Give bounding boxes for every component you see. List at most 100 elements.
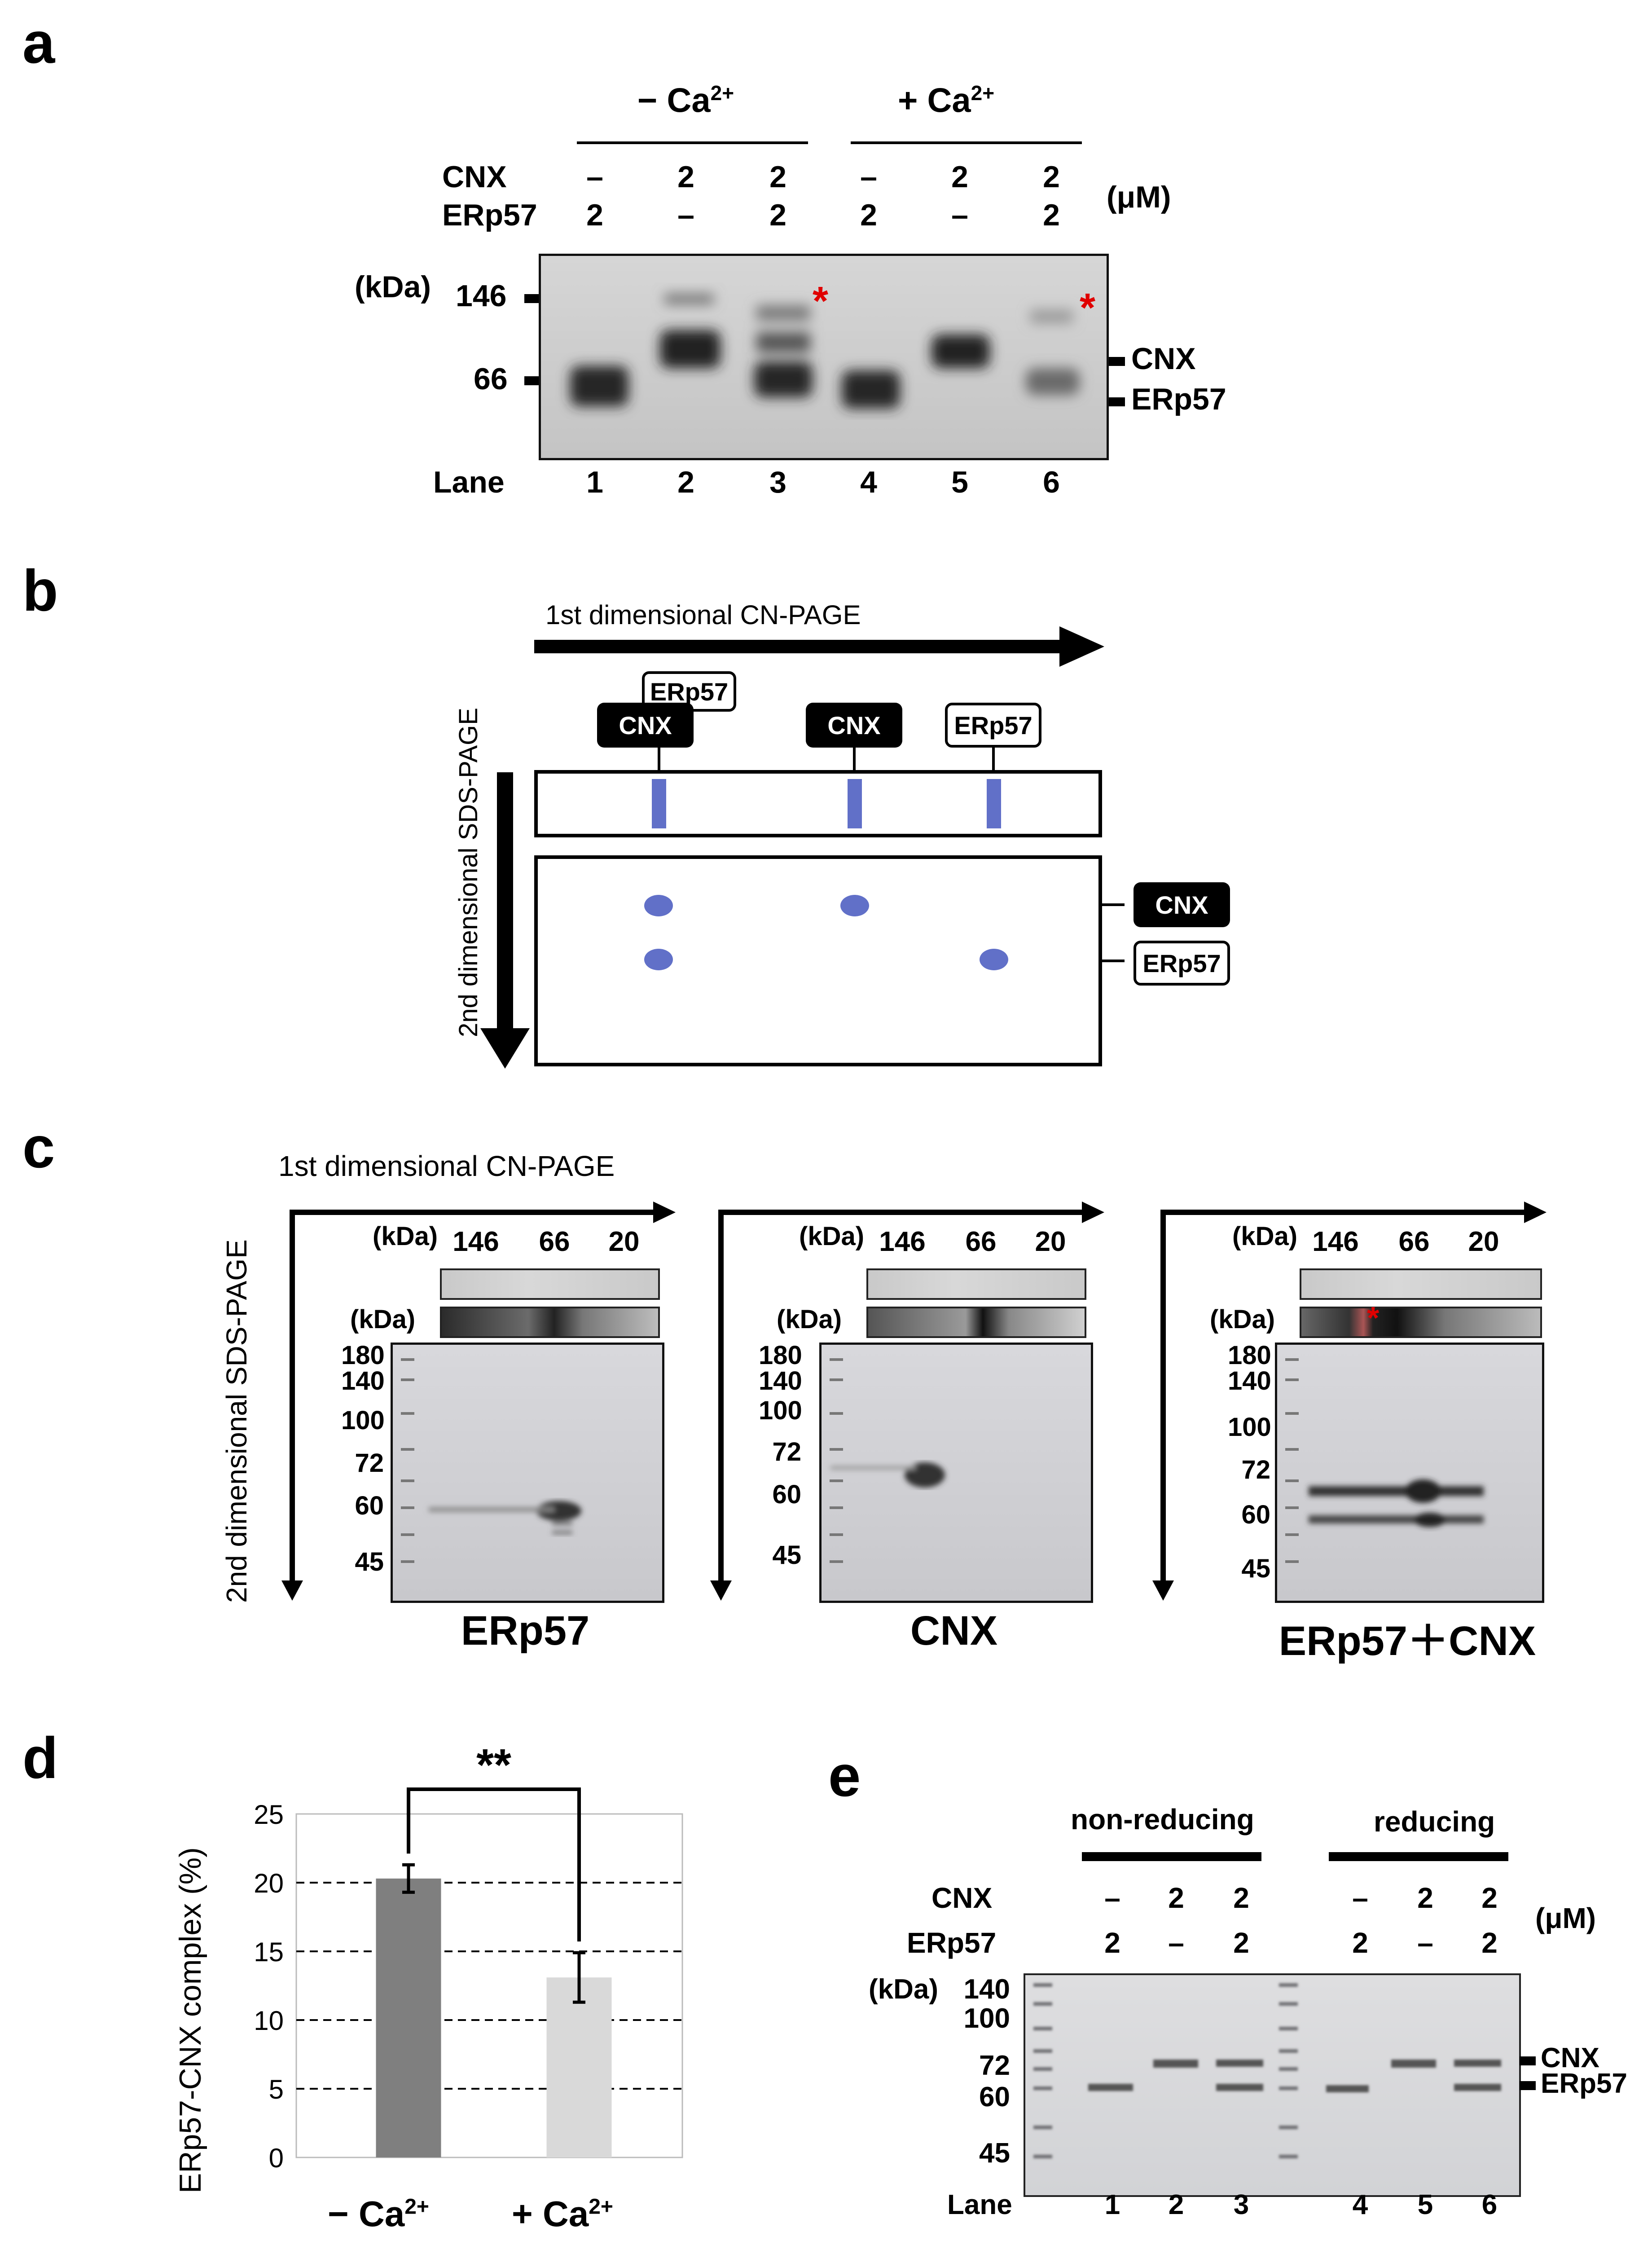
first-dim-label-c: 1st dimensional CN-PAGE [278, 1150, 615, 1182]
c-kda-top: (kDa) [799, 1222, 865, 1251]
e-erp57-value: 2 [1233, 1927, 1249, 1959]
cn-page-gel [539, 254, 1109, 460]
strip-band-3 [987, 779, 1001, 828]
e-mw-label: 60 [979, 2082, 1010, 2113]
gel-bands [570, 294, 1080, 409]
lane-number: 6 [1043, 465, 1060, 499]
c-top-mw: 20 [1035, 1226, 1066, 1257]
c-top-mw: 146 [1312, 1226, 1359, 1257]
spot-cnx-complex [644, 895, 673, 916]
first-dim-arrow-b [534, 626, 1104, 667]
c-stained-strip [440, 1307, 660, 1338]
c-2d-gel [391, 1343, 664, 1603]
lane-label: Lane [433, 465, 505, 499]
c-cn-strip [440, 1268, 660, 1300]
c-mw-label: 140 [1228, 1366, 1271, 1395]
band-lane1-erp57 [570, 366, 628, 406]
panel-label-c: c [22, 1114, 55, 1180]
diagram-legend-erp57: ERp57 [1134, 941, 1230, 986]
e-band-label-erp57: ERp57 [1541, 2068, 1627, 2099]
c-2d-gel [1275, 1343, 1544, 1603]
sds-page-gel [1024, 1973, 1521, 2197]
first-dim-strip [534, 770, 1102, 837]
significance-label: ** [476, 1742, 511, 1790]
c-mw-label: 180 [759, 1341, 802, 1370]
c-complex-star: * [1367, 1300, 1380, 1335]
c-mw-label: 100 [341, 1406, 385, 1435]
c-axes-arrows [710, 1202, 1104, 1601]
mw-tick-146 [524, 294, 540, 303]
second-dim-gel-diagram [534, 855, 1102, 1066]
panel-label-a: a [22, 10, 55, 75]
e-lane-number: 4 [1352, 2189, 1368, 2220]
e-mw-label: 45 [979, 2138, 1010, 2169]
c-top-mw: 66 [965, 1226, 997, 1257]
band-lane2-faint [664, 294, 714, 304]
e-unit-label: (μM) [1535, 1902, 1596, 1934]
connector-2 [853, 748, 856, 770]
cnx-value: 2 [1043, 160, 1060, 194]
erp57-value: 2 [860, 198, 877, 232]
y-tick-label: 20 [254, 1868, 284, 1898]
c-mw-label: 180 [1228, 1341, 1271, 1370]
e-lane-label: Lane [947, 2189, 1012, 2220]
complex-star-lane3: * [813, 279, 829, 324]
band-lane3-cnx [756, 332, 810, 352]
error-bar [573, 1951, 585, 2004]
y-axis-label: ERp57-CNX complex (%) [173, 1847, 207, 2193]
e-mw-label: 100 [963, 2003, 1010, 2034]
lane-number: 4 [860, 465, 877, 499]
e-erp57-value: 2 [1104, 1927, 1120, 1959]
second-dim-label-c: 2nd dimensional SDS-PAGE [220, 1239, 253, 1603]
e-cnx-value: – [1104, 1882, 1120, 1914]
panel-label-d: d [22, 1725, 58, 1791]
band-tick-cnx [1109, 357, 1125, 366]
diagram-tick-cnx [1102, 903, 1125, 906]
c-mw-label: 60 [1241, 1500, 1270, 1529]
x-label-minus-ca: − Ca2+ [328, 2194, 429, 2234]
c-mw-label: 72 [355, 1448, 384, 1478]
lane-number: 3 [769, 465, 786, 499]
unit-label: (μM) [1107, 180, 1171, 214]
c-kda-mid: (kDa) [1210, 1305, 1275, 1334]
c-top-mw: 66 [539, 1226, 570, 1257]
condition-minus-ca: − Ca2+ [637, 81, 734, 120]
significance-bracket [407, 1787, 581, 1942]
e-row-label-erp57: ERp57 [907, 1927, 997, 1959]
erp57-value: – [677, 198, 694, 232]
row-label-erp57: ERp57 [442, 198, 537, 232]
band-lane6-complex [1030, 310, 1073, 323]
second-dim-label-b: 2nd dimensional SDS-PAGE [454, 708, 483, 1037]
band-lane3-erp57 [754, 361, 813, 397]
reducing-label: reducing [1374, 1805, 1495, 1838]
e-erp57-value: 2 [1352, 1927, 1368, 1959]
x-label-plus-ca: + Ca2+ [512, 2194, 613, 2234]
c-stained-strip [1300, 1307, 1542, 1338]
band-lane2-cnx [660, 330, 721, 368]
c-cn-strip [866, 1268, 1086, 1300]
error-bar [402, 1863, 415, 1894]
e-lane-number: 2 [1168, 2189, 1184, 2220]
diagram-tick-erp57 [1102, 960, 1125, 962]
diagram-box-cnx-1: CNX [597, 703, 694, 748]
diagram-box-erp57-2: ERp57 [945, 703, 1041, 748]
strip-band-1 [652, 779, 666, 828]
c-mw-label: 140 [341, 1366, 385, 1395]
c-mw-label: 45 [772, 1541, 801, 1570]
spot-erp57-complex [644, 949, 673, 970]
y-tick-label: 15 [254, 1937, 284, 1967]
e-lane-number: 6 [1481, 2189, 1498, 2220]
e-cnx-value: – [1352, 1882, 1368, 1914]
c-kda-top: (kDa) [373, 1222, 438, 1251]
row-label-cnx: CNX [442, 160, 507, 194]
band-lane3-complex [756, 305, 810, 321]
e-cnx-value: 2 [1481, 1882, 1498, 1914]
diagram-box-cnx-2: CNX [806, 703, 902, 748]
first-dim-label-b: 1st dimensional CN-PAGE [545, 600, 861, 630]
e-cnx-value: 2 [1233, 1882, 1249, 1914]
lane-number: 5 [951, 465, 968, 499]
band-lane6-erp57 [1026, 368, 1080, 395]
c-mw-label: 45 [355, 1547, 384, 1576]
c-top-mw: 66 [1398, 1226, 1430, 1257]
